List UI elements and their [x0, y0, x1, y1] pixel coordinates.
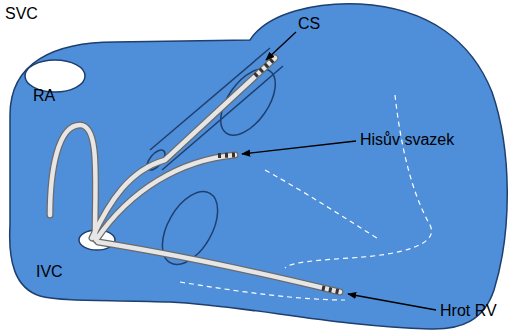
part-label: Hrot RV: [440, 301, 497, 320]
part-label: Hisův svazek: [360, 130, 454, 149]
part-label: SVC: [5, 4, 38, 23]
part-label: IVC: [36, 262, 63, 281]
septum-line: [285, 95, 432, 268]
leader-arrows: [242, 32, 436, 310]
part-label: RA: [33, 86, 55, 105]
catheters: [50, 58, 340, 292]
heart-outline: [10, 4, 508, 329]
septum-line: [265, 170, 380, 240]
part-label: CS: [298, 14, 320, 33]
